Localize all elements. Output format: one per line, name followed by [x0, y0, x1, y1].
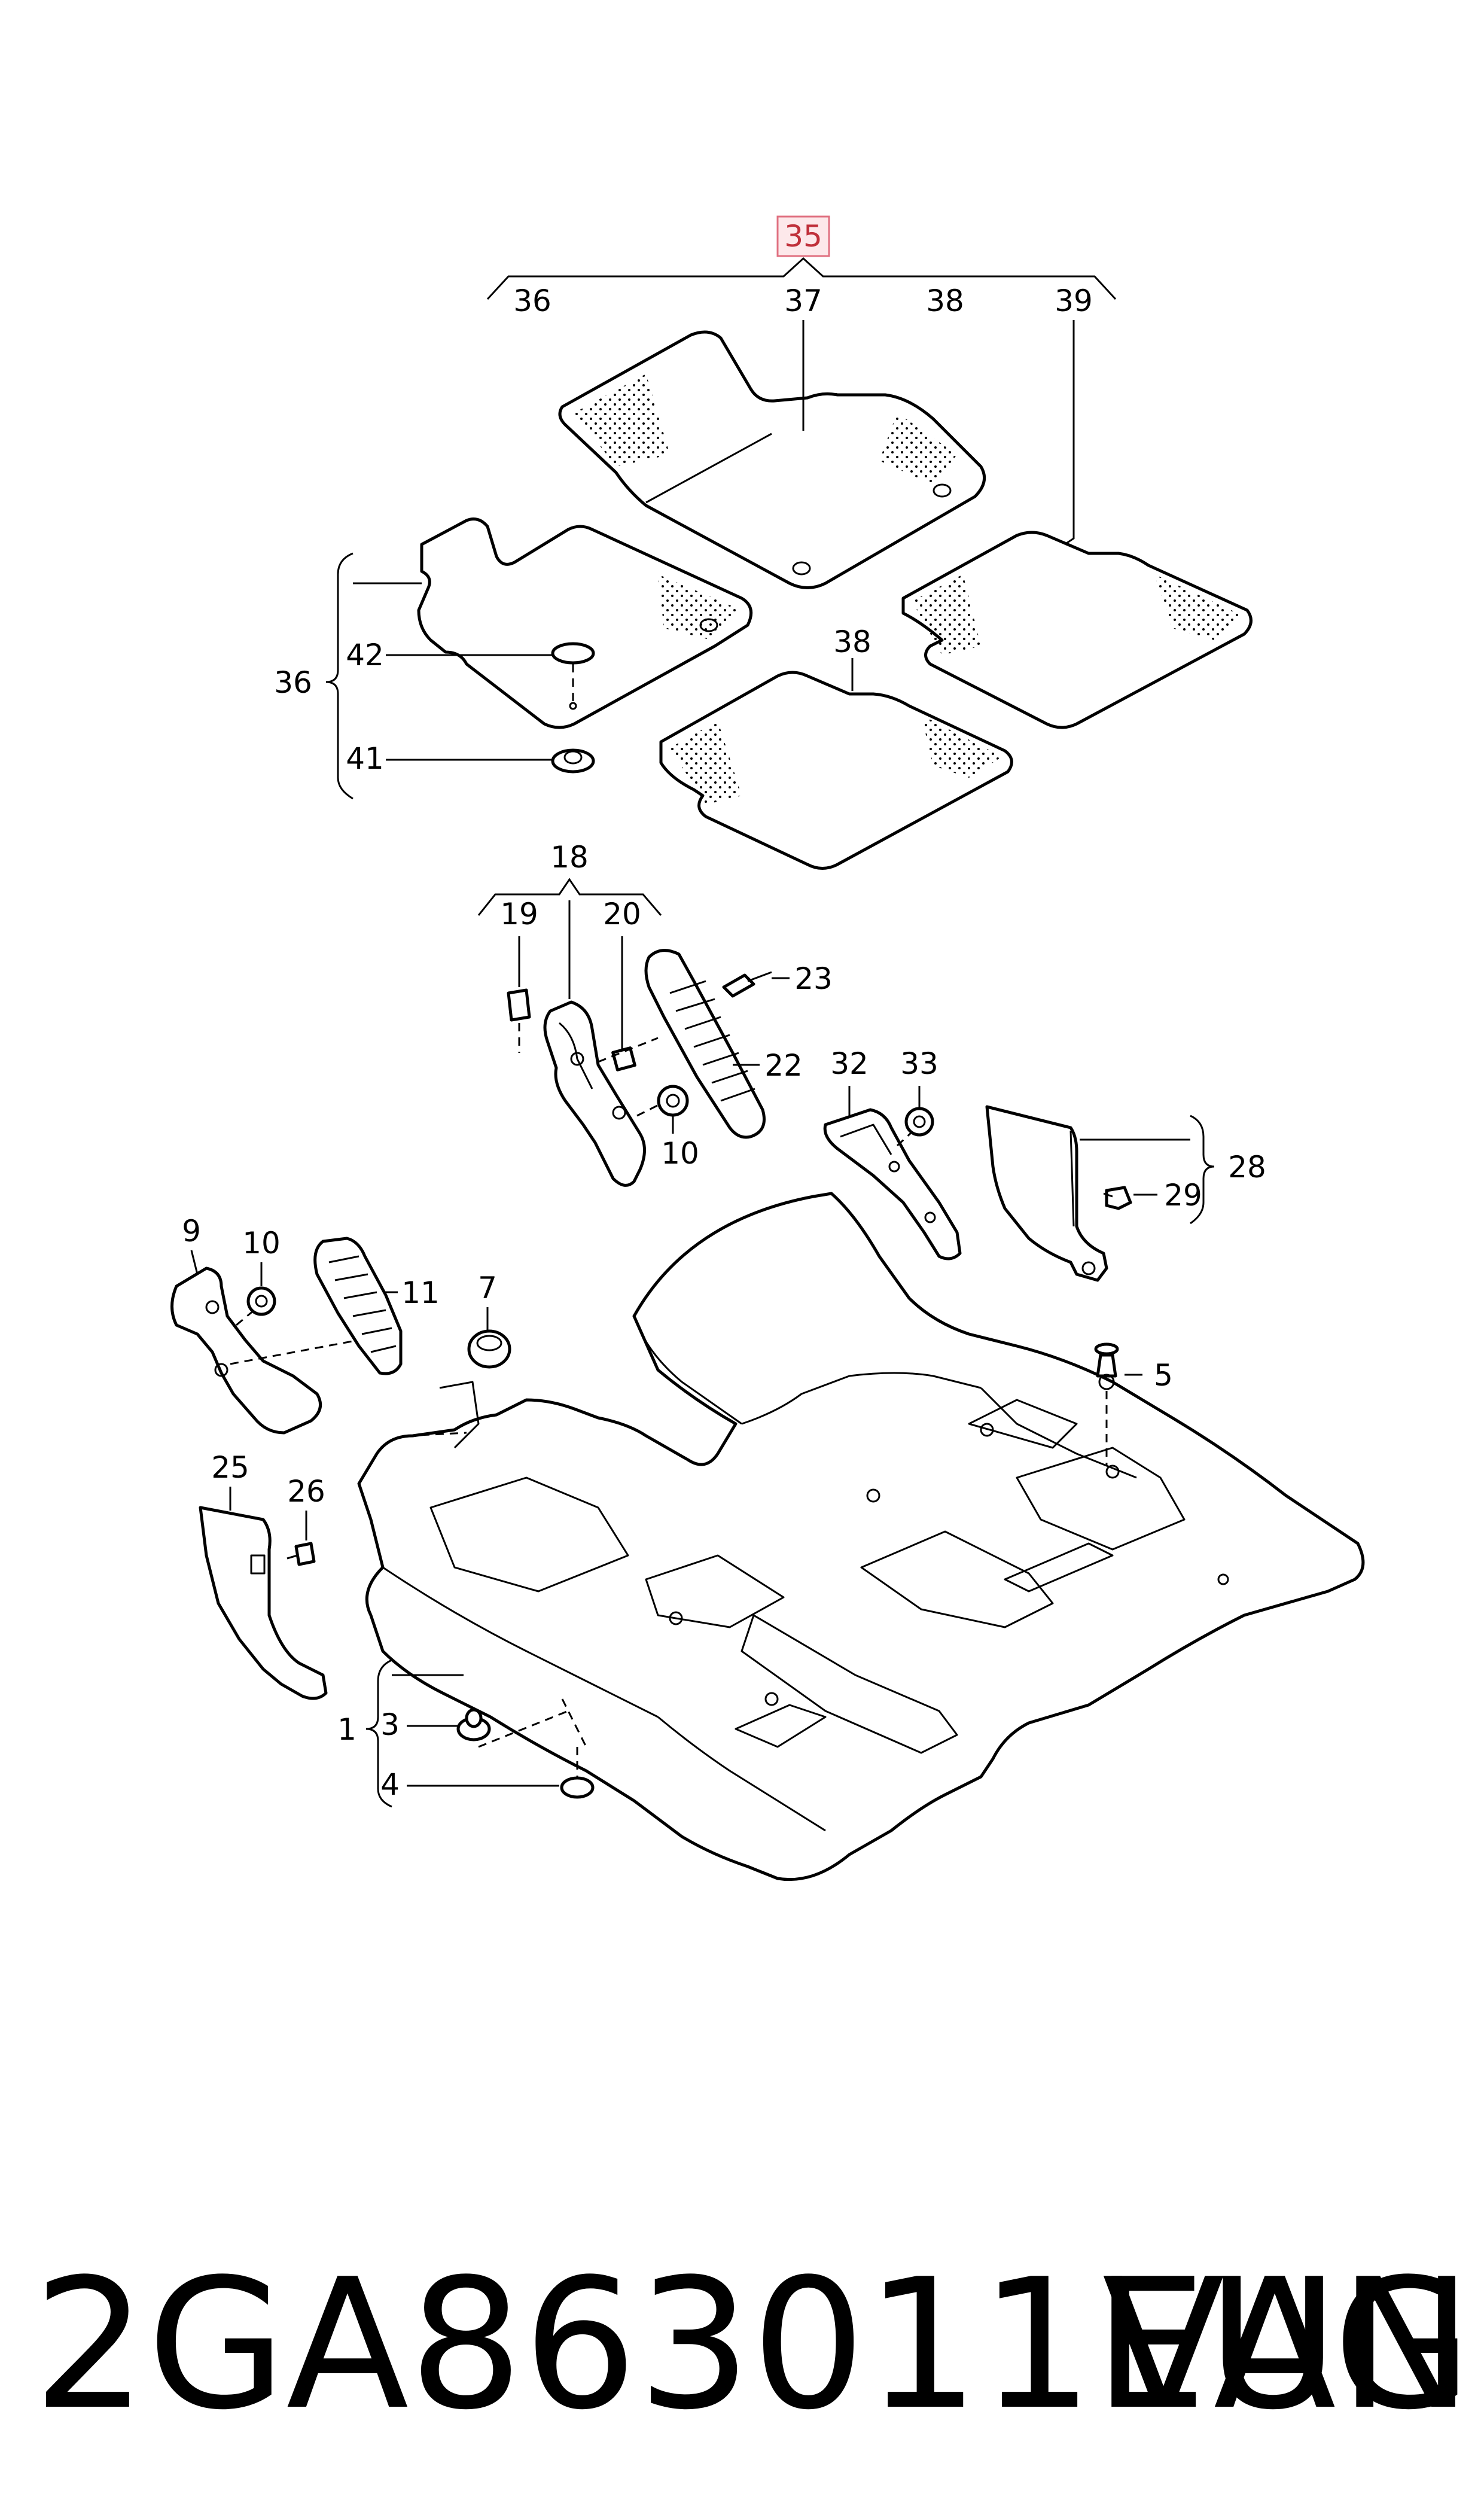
part-number: 2GA863011EUN [33, 2240, 1473, 2449]
callout-1: 1 [337, 1712, 356, 1747]
callout-4: 4 [380, 1767, 400, 1802]
callout-11: 11 [401, 1275, 440, 1310]
dash-3 [478, 1710, 569, 1748]
callout-36-top: 36 [513, 284, 551, 318]
brand: VAG [1102, 2240, 1472, 2449]
callout-18: 18 [550, 840, 589, 875]
footrest-pad-left [313, 1237, 403, 1375]
side-trim-panel-28 [985, 1105, 1108, 1282]
dash-10-upper [636, 1103, 662, 1117]
callout-29: 29 [1164, 1178, 1202, 1213]
dash-10-lower [236, 1309, 255, 1326]
bracket-36 [325, 552, 354, 800]
rear-left-floor-mat [659, 671, 1013, 870]
dash-11 [230, 1339, 359, 1365]
parts-diagram: 35 36 37 38 39 38 36 42 41 [170, 215, 1365, 1881]
footrest-pad [644, 949, 766, 1139]
plug-7 [467, 1329, 511, 1369]
nut-33 [904, 1107, 934, 1137]
callout-10-upper: 10 [661, 1136, 699, 1171]
callout-10-lower: 10 [242, 1226, 281, 1260]
callout-41: 41 [346, 741, 384, 776]
callout-38-top: 38 [926, 284, 964, 318]
mat-clip-upper [551, 642, 595, 710]
callout-35-box [776, 215, 830, 257]
rear-floor-mat [558, 330, 986, 589]
clip-20 [611, 1046, 636, 1071]
callout-36-side: 36 [274, 665, 312, 700]
bracket-28 [1190, 1115, 1215, 1225]
fastener-4 [560, 1747, 595, 1799]
trim-bracket-32 [823, 1108, 962, 1260]
carpet-tab [439, 1381, 480, 1449]
bracket-35 [486, 257, 1117, 300]
callout-20: 20 [603, 897, 641, 931]
leader-39 [1064, 320, 1075, 546]
callout-5: 5 [1154, 1358, 1173, 1393]
nut-10-lower [246, 1286, 276, 1316]
clip-5 [1094, 1342, 1119, 1466]
callout-33: 33 [900, 1046, 938, 1081]
dash-carpet-tab [406, 1432, 467, 1437]
callout-35-label: 35 [784, 219, 822, 254]
callout-25: 25 [211, 1450, 249, 1485]
callout-9: 9 [182, 1214, 201, 1249]
callout-22: 22 [764, 1048, 803, 1083]
leader-9 [190, 1250, 199, 1275]
callout-38-mid: 38 [833, 625, 871, 659]
bracket-1 [365, 1659, 392, 1808]
dash-20 [598, 1037, 659, 1063]
callout-35-group[interactable]: 35 [776, 215, 830, 257]
footrest-bracket [543, 1000, 646, 1187]
dash-4 [561, 1698, 587, 1747]
front-left-floor-mat [417, 517, 753, 729]
mat-clip-lower [551, 748, 595, 774]
callout-3: 3 [380, 1707, 400, 1742]
callout-26: 26 [287, 1474, 325, 1509]
callout-39: 39 [1055, 284, 1093, 318]
dash-33 [896, 1131, 913, 1147]
clip-19 [507, 988, 531, 1053]
footrest-bracket-left [170, 1266, 322, 1435]
callout-32: 32 [830, 1046, 869, 1081]
clip-26 [287, 1542, 316, 1566]
footer: 2GA863011EUN VAG [0, 2225, 1484, 2465]
clip-29 [1103, 1186, 1132, 1210]
rear-right-floor-mat [901, 531, 1253, 729]
floor-carpet [357, 1192, 1365, 1881]
bracket-18 [477, 878, 662, 916]
callout-28: 28 [1228, 1150, 1266, 1185]
nut-10-upper [657, 1085, 689, 1117]
callout-23: 23 [794, 961, 833, 996]
screw-23 [722, 971, 772, 998]
side-trim-panel-25 [199, 1506, 328, 1700]
callout-37: 37 [784, 284, 822, 318]
callout-19: 19 [500, 897, 538, 931]
fastener-3 [456, 1708, 491, 1741]
callout-7: 7 [478, 1271, 497, 1305]
callout-42: 42 [346, 638, 384, 672]
